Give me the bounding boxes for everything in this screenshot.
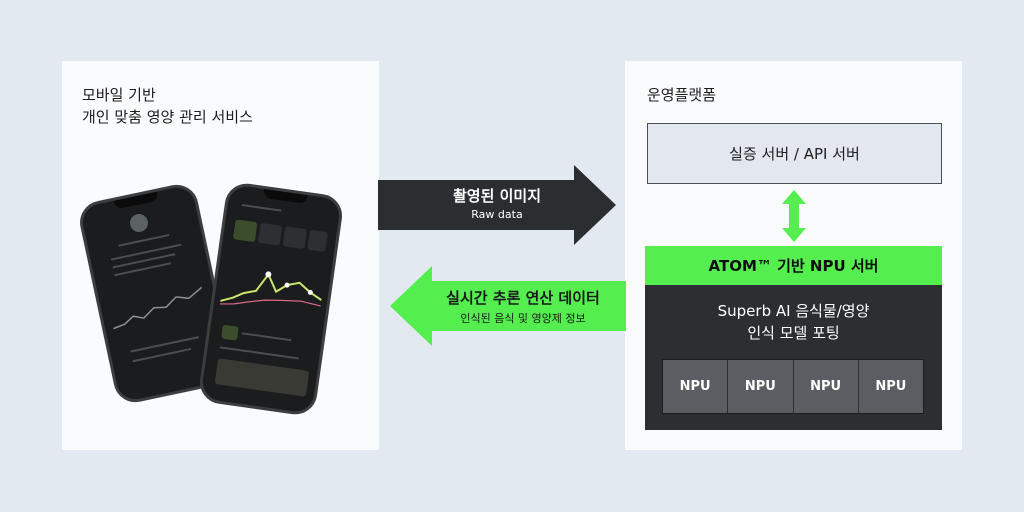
npu-cell: NPU [793,360,859,413]
npu-cell: NPU [663,360,729,413]
mobile-service-title: 모바일 기반 개인 맞춤 영양 관리 서비스 [82,84,253,128]
npu-desc-line2: 인식 모델 포팅 [747,324,840,342]
npu-cell: NPU [728,360,794,413]
arrow-to-platform: 촬영된 이미지 Raw data [378,165,616,245]
npu-cell: NPU [858,360,923,413]
double-arrow-vertical-icon [782,190,806,242]
arrow-to-mobile: 실시간 추론 연산 데이터 인식된 음식 및 영양제 정보 [390,266,626,346]
npu-server-box: ATOM™ 기반 NPU 서버 Superb AI 음식물/영양 인식 모델 포… [645,246,942,430]
operating-platform-title: 운영플랫폼 [647,86,717,104]
phone-front-image [197,180,345,418]
mobile-service-title-line2: 개인 맞춤 영양 관리 서비스 [82,108,253,126]
mobile-service-title-line1: 모바일 기반 [82,86,156,104]
npu-server-header: ATOM™ 기반 NPU 서버 [645,246,942,285]
arrow-to-mobile-sublabel: 인식된 음식 및 영양제 정보 [460,312,586,325]
arrow-right-shape [378,165,616,245]
npu-grid: NPU NPU NPU NPU [662,359,924,414]
arrow-to-platform-sublabel: Raw data [471,208,523,221]
npu-server-description: Superb AI 음식물/영양 인식 모델 포팅 [645,300,942,344]
npu-desc-line1: Superb AI 음식물/영양 [717,302,870,320]
arrow-to-mobile-label: 실시간 추론 연산 데이터 [446,289,600,307]
mobile-service-panel: 모바일 기반 개인 맞춤 영양 관리 서비스 [62,61,379,450]
api-server-box: 실증 서버 / API 서버 [647,123,942,184]
arrow-to-platform-label: 촬영된 이미지 [452,187,542,205]
arrow-left-shape [390,266,626,346]
phone-back-image [76,180,236,407]
